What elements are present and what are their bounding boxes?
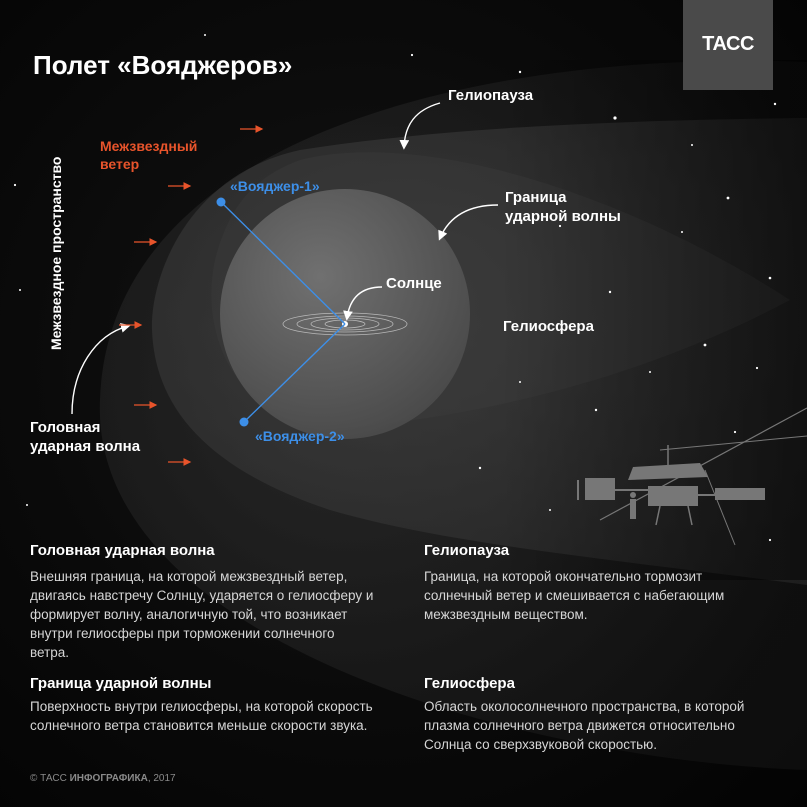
termination-shock-pointer: [438, 204, 499, 241]
heliosphere-description: Область околосолнечного пространства, в …: [424, 699, 745, 752]
voyager-spacecraft-illustration: [577, 407, 807, 546]
interstellar-wind-line1: Межзвездный: [100, 138, 198, 154]
bow-shock-line1: Головная: [30, 419, 101, 436]
interstellar-wind-arrows: [119, 125, 264, 466]
voyager2-dot: [239, 417, 249, 427]
voyager1-dot: [216, 197, 226, 207]
sun-label: Солнце: [386, 275, 442, 292]
footer-credit: © ТАСС ИНФОГРАФИКА, 2017: [30, 773, 176, 784]
bow-shock-description: Внешняя граница, на которой межзвездный …: [30, 569, 374, 660]
heliopause-label: Гелиопауза: [448, 87, 534, 104]
footer-year: , 2017: [147, 773, 176, 784]
stars: [13, 34, 777, 542]
voyager1-label: «Вояджер-1»: [230, 178, 320, 194]
interstellar-wind-line2: ветер: [100, 156, 140, 172]
footer-copyright: © ТАСС: [30, 773, 67, 784]
bow-shock-pointer: [71, 323, 131, 415]
bow-shock-heading: Головная ударная волна: [30, 542, 215, 559]
voyager2-trajectory: [243, 323, 346, 423]
bow-shock-label: Головная ударная волна: [30, 418, 140, 456]
termination-shock-heading: Граница ударной волны: [30, 675, 212, 692]
tass-logo: ТАСС: [683, 0, 773, 90]
heliosphere-label: Гелиосфера: [503, 318, 594, 335]
termination-shock-label: Граница ударной волны: [505, 188, 621, 226]
tass-logo-text: ТАСС: [702, 33, 754, 55]
interstellar-space-label: Межзвездное пространство: [48, 156, 64, 350]
heliopause-description: Граница, на которой окончательно тормози…: [424, 569, 725, 622]
termination-shock-sphere: [220, 189, 470, 439]
termination-shock-line2: ударной волны: [505, 208, 621, 225]
voyager1-trajectory: [220, 201, 346, 325]
termination-shock-description: Поверхность внутри гелиосферы, на которо…: [30, 699, 373, 733]
heliosphere-heading: Гелиосфера: [424, 675, 515, 692]
voyager2-label: «Вояджер-2»: [255, 428, 345, 444]
footer-brand: ИНФОГРАФИКА: [69, 773, 148, 784]
sun-pointer: [343, 286, 383, 321]
interstellar-wind-label: Межзвездный ветер: [100, 137, 230, 173]
bow-shock-line2: ударная волна: [30, 438, 141, 455]
heliopause-pointer: [399, 102, 441, 150]
page-title: Полет «Вояджеров»: [33, 50, 293, 80]
heliopause-heading: Гелиопауза: [424, 542, 510, 559]
termination-shock-line1: Граница: [505, 189, 567, 206]
